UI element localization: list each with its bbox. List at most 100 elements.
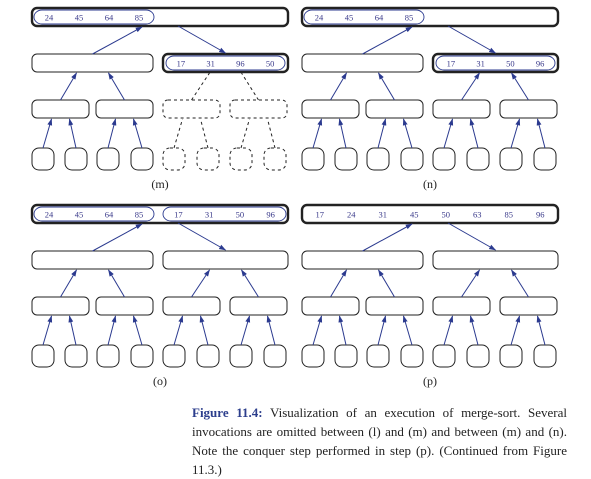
panel-o-arrow-leaf-3 [132,315,143,346]
panel-p-leaf-0 [301,344,325,368]
figure-caption: Figure 11.4: Visualization of an executi… [192,403,567,479]
panel-m-arrow-leaf-3 [132,118,143,149]
panel-p-leaf-7 [533,344,557,368]
panel-m-leaf-3 [130,147,154,171]
panel-o-leaf-4 [162,344,186,368]
panel-m-root-left-value-1: 45 [75,13,84,23]
panel-p-leaf-6 [499,344,523,368]
panel-p-arrow-leaf-6 [510,315,521,346]
panel-o-leaf-0 [31,344,55,368]
figure-label: Figure 11.4: [192,405,263,420]
panel-o-arrow-lvl2-0 [60,269,77,298]
panel-n-root-left-value-2: 64 [375,13,384,23]
panel-n-arrow-lvl2-2 [461,72,480,101]
panel-n-arrow-leaf-3 [402,118,413,149]
panel-n-arrow-lvl2-3 [511,72,529,101]
panel-m-lvl2-box-0 [31,99,90,119]
panel-o-leaf-6 [229,344,253,368]
panel-n-root-left-value-3: 85 [405,13,414,23]
panel-m-lvl2-box-3 [229,99,288,119]
panel-n-mid-right-box [431,52,560,74]
panel-n-arrow-lvl2-1 [378,72,395,101]
panel-m-arrow-lvl2-0 [60,72,77,101]
panel-o-leaf-3 [130,344,154,368]
panel-n-arrow-leaf-2 [377,118,387,149]
panel-o-root-left-seq [33,206,155,222]
panel-o-lvl2-box-0 [31,296,90,316]
panel-n-arrow-leaf-0 [312,118,323,149]
panel-o-leaf-7 [263,344,287,368]
panel-p-arrow-lvl2-0 [330,269,347,298]
panel-p-lvl2-box-3 [499,296,558,316]
panel-n-arrow-leaf-5 [469,118,479,149]
panel-o-root-right-value-3: 96 [266,210,275,220]
panel-o-root-left-value-3: 85 [135,210,144,220]
panel-p-arrow-mid-left [362,223,413,252]
panel-m-mid-right-value-2: 96 [236,59,245,69]
panel-p-leaf-3 [400,344,424,368]
panel-n-mid-left-box [301,53,424,73]
figure-caption-text: Visualization of an execution of merge-s… [192,405,567,477]
panel-m-leaf-5 [196,147,220,171]
panel-n-mid-right-value-2: 50 [506,59,515,69]
panel-n-label: (n) [423,177,437,191]
panel-p-arrow-lvl2-3 [511,269,529,298]
panel-p-leaf-5 [466,344,490,368]
panel-n-leaf-5 [466,147,490,171]
panel-p-leaf-1 [334,344,358,368]
panel-o-mid-left-box [31,250,154,270]
panel-n-mid-right-seq [435,55,556,71]
panel-m-arrow-mid-right [177,25,227,54]
panel-o-arrow-lvl2-1 [108,269,125,298]
panel-n-arrow-mid-right [447,25,497,54]
panel-m-arrow-lvl2-2 [191,72,210,101]
panel-n-leaf-0 [301,147,325,171]
panel-m-leaf-2 [96,147,120,171]
panel-m-mid-right-box [161,52,290,74]
panel-n-leaf-4 [432,147,456,171]
panel-o-root-left-value-2: 64 [105,210,114,220]
panel-n-root-left-value-1: 45 [345,13,354,23]
panel-p-root-value-2: 31 [379,210,388,220]
panel-m-arrow-leaf-5 [200,118,209,149]
panel-p-root-value-4: 50 [442,210,451,220]
panel-o-root-left-value-0: 24 [45,210,54,220]
panel-o-label: (o) [153,374,167,388]
panel-p-lvl2-box-1 [365,296,424,316]
panel-n-arrow-leaf-6 [510,118,521,149]
panel-n-lvl2-box-3 [499,99,558,119]
panel-o-root-right-seq [162,206,287,222]
panel-p-root-value-5: 63 [473,210,482,220]
panel-p-arrow-leaf-1 [338,315,347,346]
panel-m-mid-right-seq [165,55,286,71]
panel-p-arrow-leaf-2 [377,315,387,346]
panel-p-arrow-lvl2-1 [378,269,395,298]
panel-n-lvl2-box-1 [365,99,424,119]
panel-m-arrow-lvl2-3 [241,72,259,101]
panel-p-leaf-2 [366,344,390,368]
panel-p-mid-right-box [432,250,559,270]
panel-o-arrow-leaf-7 [266,315,276,346]
panel-o-arrow-leaf-4 [173,315,184,346]
panel-o-leaf-5 [196,344,220,368]
panel-p-root-value-6: 85 [505,210,514,220]
panel-o-root-box [30,203,290,225]
panel-o-arrow-mid-left [92,223,143,252]
panel-m-root-left-value-2: 64 [105,13,114,23]
panel-m-root-left-seq [33,9,155,25]
panel-m-arrow-leaf-6 [240,118,250,149]
panel-m-leaf-7 [263,147,287,171]
panel-n-root-left-value-0: 24 [315,13,324,23]
panel-p-arrow-leaf-4 [443,315,454,346]
panel-n-lvl2-box-2 [432,99,491,119]
panel-p-arrow-leaf-0 [312,315,323,346]
panel-p-root-value-3: 45 [410,210,419,220]
panel-n-mid-right-value-1: 31 [476,59,485,69]
panel-o-root-left-value-1: 45 [75,210,84,220]
panel-p-mid-left-box [301,250,424,270]
panel-m-leaf-4 [162,147,186,171]
panel-n-arrow-leaf-7 [536,118,546,149]
panel-p-label: (p) [423,374,437,388]
panel-m-mid-right-value-0: 17 [177,59,186,69]
